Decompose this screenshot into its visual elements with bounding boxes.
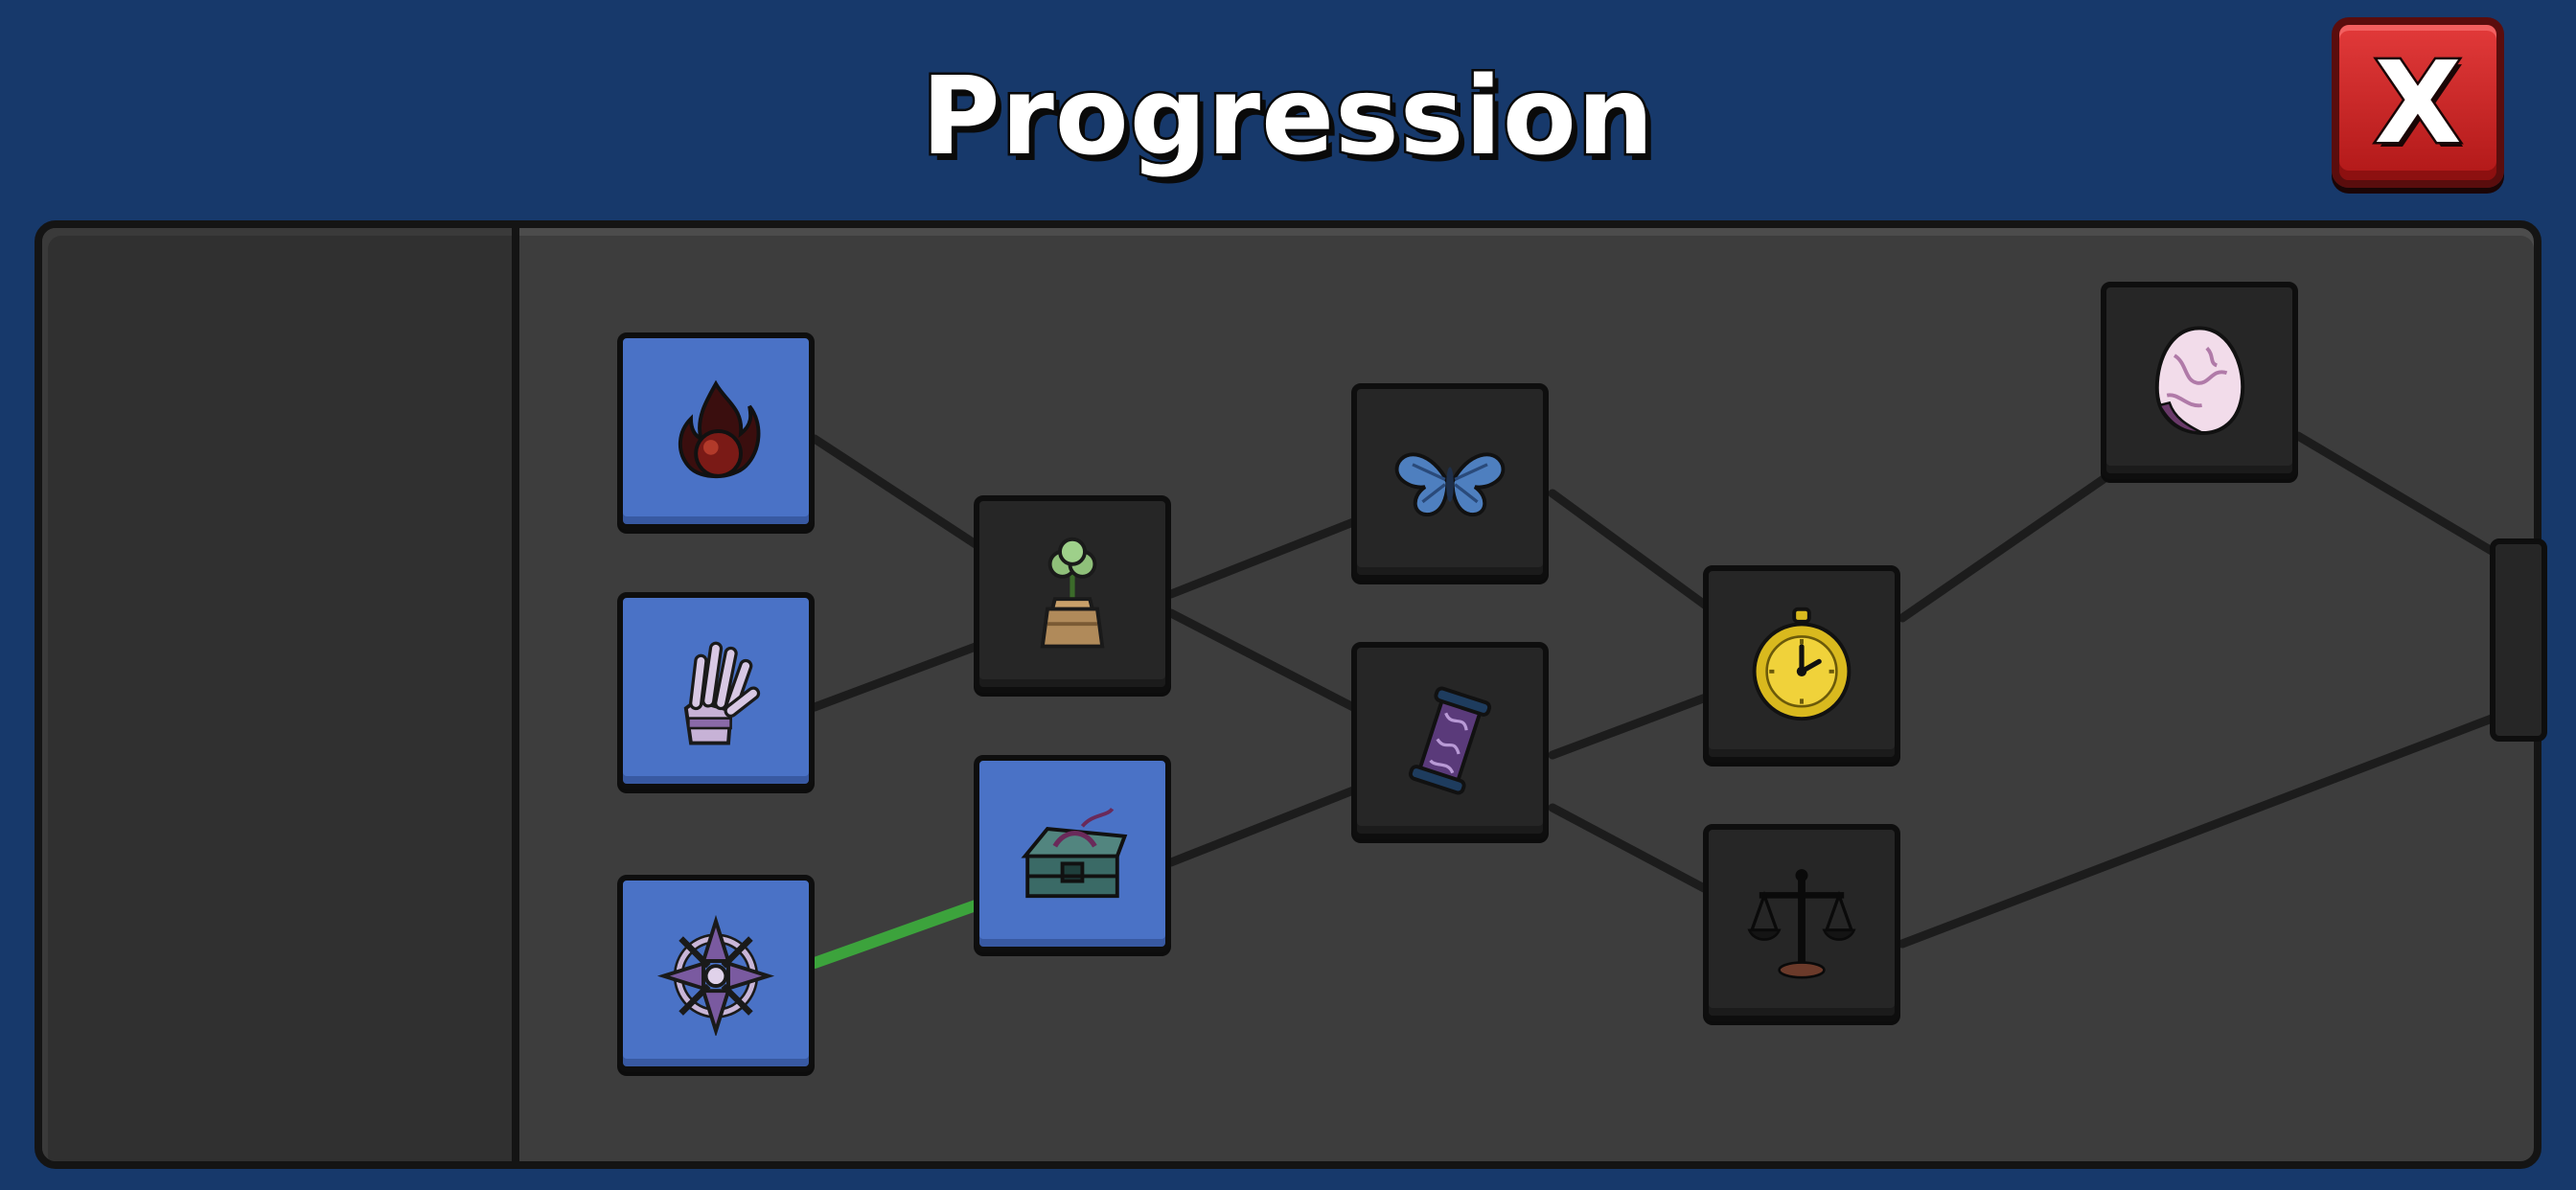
pocket-watch-icon [1752, 606, 1852, 721]
page-title: Progression [919, 53, 1656, 182]
pink-egg-icon [2154, 326, 2245, 435]
butterfly-wings-icon [1394, 452, 1506, 516]
tree-node-fire[interactable] [617, 332, 815, 530]
tree-node-wings[interactable] [1351, 383, 1549, 581]
spiked-compass-icon [656, 914, 775, 1036]
treasure-chest-icon [1021, 807, 1128, 899]
magic-scroll-icon [1408, 686, 1492, 795]
tree-node-next[interactable] [2490, 538, 2547, 742]
close-button[interactable]: X [2332, 17, 2504, 188]
potted-clover-icon [1040, 537, 1105, 649]
tree-node-chest[interactable] [974, 755, 1171, 952]
tree-node-scroll[interactable] [1351, 642, 1549, 839]
tree-node-clover[interactable] [974, 495, 1171, 693]
gauntlet-icon [683, 641, 761, 745]
balance-scales-icon [1747, 869, 1856, 979]
tree-node-watch[interactable] [1703, 565, 1900, 763]
fire-orb-icon [678, 379, 761, 479]
tree-node-egg[interactable] [2101, 282, 2298, 479]
close-icon: X [2372, 36, 2464, 169]
details-sidebar [42, 228, 519, 1161]
tree-node-compass[interactable] [617, 875, 815, 1072]
tree-node-gauntlet[interactable] [617, 592, 815, 790]
tree-node-scales[interactable] [1703, 824, 1900, 1021]
